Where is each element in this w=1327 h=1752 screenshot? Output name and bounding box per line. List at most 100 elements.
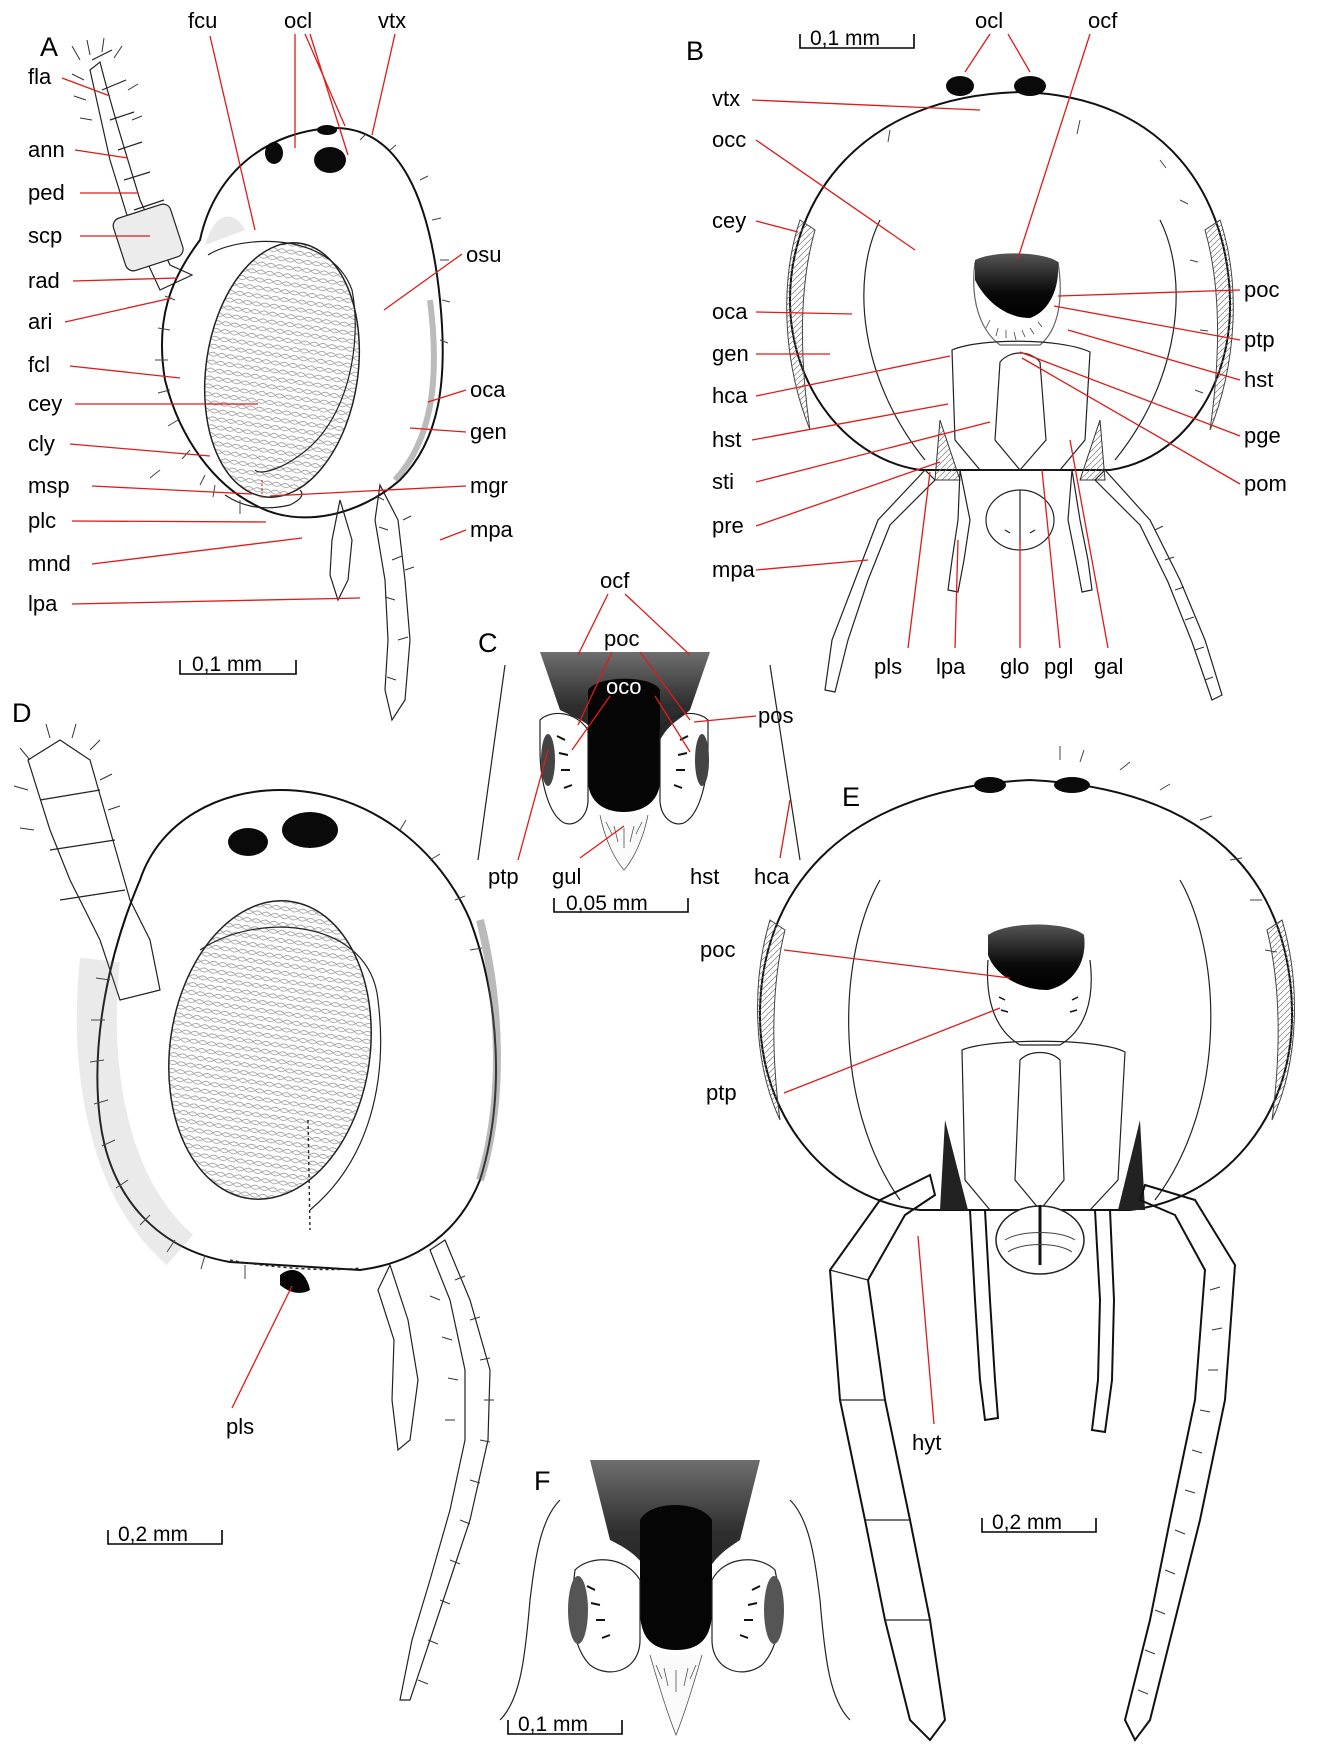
panel-b-label-lpa: lpa (936, 654, 966, 679)
panel-b-leader-ptp (1054, 306, 1240, 340)
panel-b-leader-ocl-2 (1008, 34, 1030, 72)
panel-b-label-pre: pre (712, 513, 744, 538)
panel-a-label-cly: cly (28, 431, 55, 456)
panel-a-leader-rad (73, 278, 178, 281)
panel-a-label-cey: cey (28, 391, 62, 416)
panel-a-leader-osu (384, 254, 462, 310)
panel-c-label-ocf: ocf (600, 568, 630, 593)
panel-b-ocellus-2 (1014, 76, 1046, 96)
panel-a-leader-mpa (440, 530, 466, 540)
panel-e-head-capsule (760, 780, 1292, 1210)
panel-b-leader-hca (756, 356, 950, 396)
panel-b-label-poc: poc (1244, 277, 1279, 302)
panel-d-ocellus-1 (228, 828, 268, 856)
panel-b-label-pge: pge (1244, 423, 1281, 448)
panel-b-label-ocf: ocf (1088, 8, 1118, 33)
panel-c-letter: C (478, 628, 498, 658)
panel-b-leader-cey (756, 221, 798, 232)
panel-b-label-sti: sti (712, 469, 734, 494)
panel-b-label-pom: pom (1244, 471, 1287, 496)
panel-a-scale-label: 0,1 mm (192, 653, 262, 676)
panel-a-label-ocl: ocl (284, 8, 312, 33)
panel-a-antenna (72, 38, 192, 290)
panel-a-label-rad: rad (28, 268, 60, 293)
panel-c-leader-ptp (518, 750, 548, 860)
panel-a-label-ann: ann (28, 137, 65, 162)
panel-a-label-lpa: lpa (28, 591, 58, 616)
panel-a-leader-ann (75, 150, 128, 158)
panel-b-label-cey: cey (712, 208, 746, 233)
panel-a-leader-mnd (92, 538, 302, 564)
panel-a-label-mpa: mpa (470, 517, 514, 542)
panel-a-label-mgr: mgr (470, 473, 508, 498)
panel-b-label-pgl: pgl (1044, 654, 1073, 679)
panel-b-leader-pls (908, 472, 930, 648)
panel-a-label-osu: osu (466, 242, 501, 267)
panel-c-leader-hca (780, 800, 790, 858)
panel-b-leader-oca (756, 312, 852, 314)
panel-c-label-hca: hca (754, 864, 790, 889)
panel-b-ocellus-1 (946, 76, 974, 96)
panel-b: B 0,1 mm (686, 8, 1287, 700)
panel-b-label-vtx: vtx (712, 86, 740, 111)
panel-a-label-ari: ari (28, 309, 52, 334)
panel-b-label-ptp: ptp (1244, 327, 1275, 352)
panel-c: C ocf poc oco pos ptp gul hst (478, 568, 800, 915)
panel-c-label-oco: oco (606, 674, 641, 699)
panel-e: E poc ptp h (700, 746, 1294, 1740)
panel-b-leader-hst-r (1068, 330, 1240, 380)
panel-b-leader-ocl-1 (965, 34, 990, 72)
panel-a-label-fla: fla (28, 64, 52, 89)
panel-a-leader-lpa (72, 598, 360, 604)
panel-a-label-scp: scp (28, 223, 62, 248)
panel-a-label-plc: plc (28, 508, 56, 533)
panel-b-leader-pre (756, 462, 940, 526)
panel-a-leader-plc (72, 521, 266, 522)
panel-a-label-oca: oca (470, 377, 506, 402)
panel-b-leader-ocf (1018, 34, 1090, 258)
panel-a-leader-ari (65, 298, 172, 322)
panel-e-leader-ptp (784, 1008, 1000, 1093)
panel-e-leader-poc (784, 950, 1010, 978)
panel-a-label-ped: ped (28, 180, 65, 205)
panel-a-letter: A (40, 32, 58, 62)
panel-e-ocellus-1 (974, 777, 1006, 793)
panel-d-label-pls: pls (226, 1414, 254, 1439)
panel-c-label-gul: gul (552, 864, 581, 889)
panel-e-label-poc: poc (700, 937, 735, 962)
panel-e-leader-hyt (918, 1236, 934, 1424)
panel-a-leader-vtx (372, 34, 395, 135)
panel-b-leader-poc (1058, 290, 1240, 296)
panel-b-label-gen: gen (712, 341, 749, 366)
panel-e-label-hyt: hyt (912, 1430, 941, 1455)
panel-a-label-vtx: vtx (378, 8, 406, 33)
panel-e-scale-label: 0,2 mm (992, 1511, 1062, 1534)
panel-c-label-ptp: ptp (488, 864, 519, 889)
panel-b-leader-lpa (955, 540, 958, 648)
panel-a-label-msp: msp (28, 473, 70, 498)
panel-b-label-pls: pls (874, 654, 902, 679)
panel-a-leader-fla (62, 78, 110, 96)
panel-b-label-gal: gal (1094, 654, 1123, 679)
panel-f-scale-label: 0,1 mm (518, 1713, 588, 1736)
panel-a-label-fcu: fcu (188, 8, 217, 33)
panel-d-ocellus-2 (282, 812, 338, 848)
panel-a-label-gen: gen (470, 419, 507, 444)
panel-a-ocellus-2 (314, 147, 346, 173)
panel-b-label-occ: occ (712, 127, 746, 152)
panel-b-label-hca: hca (712, 383, 748, 408)
panel-e-letter: E (842, 782, 860, 812)
panel-a-leader-gen (410, 428, 466, 432)
panel-b-letter: B (686, 36, 704, 66)
panel-f: F 0,1 mm (500, 1460, 850, 1736)
panel-a-leader-cly (70, 444, 210, 456)
panel-b-label-hst: hst (712, 427, 741, 452)
panel-b-leader-occ (756, 140, 915, 250)
panel-b-leader-hst (752, 404, 948, 440)
panel-d-letter: D (12, 698, 32, 728)
panel-d-compound-eye (150, 888, 390, 1213)
panel-d-postlabial-sclerite (280, 1270, 310, 1293)
panel-b-label-glo: glo (1000, 654, 1029, 679)
panel-b-label-ocl: ocl (975, 8, 1003, 33)
